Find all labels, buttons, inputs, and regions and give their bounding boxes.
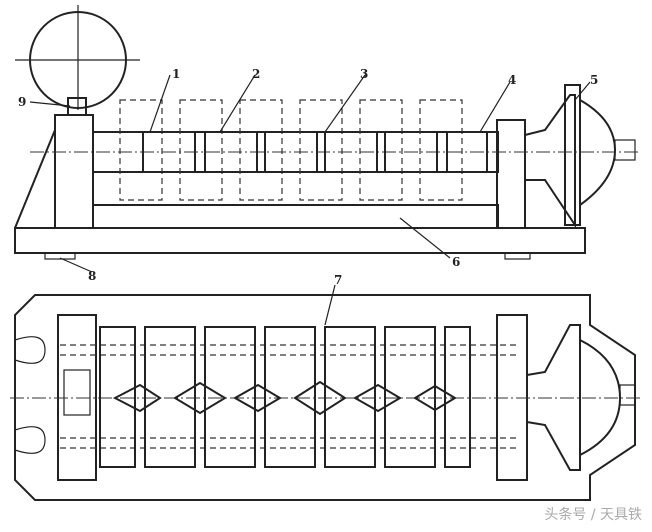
frame-outline — [14, 294, 636, 501]
side-view — [14, 5, 640, 326]
top-view — [10, 294, 640, 501]
roll-stands-side — [119, 99, 488, 201]
label-3: 3 — [360, 67, 368, 81]
right-stand — [496, 119, 526, 229]
label-8: 8 — [88, 269, 96, 283]
label-9: 9 — [18, 95, 26, 109]
label-6: 6 — [452, 255, 460, 269]
label-5: 5 — [590, 73, 598, 87]
gearbox — [524, 94, 576, 229]
label-2: 2 — [252, 67, 260, 81]
label-7: 7 — [334, 273, 342, 287]
watermark: 头条号 / 天具铁 — [544, 507, 642, 523]
label-1: 1 — [172, 67, 180, 81]
left-stand — [54, 114, 94, 229]
base — [14, 227, 586, 254]
roll-stands-top — [99, 326, 471, 468]
label-4: 4 — [508, 73, 516, 87]
